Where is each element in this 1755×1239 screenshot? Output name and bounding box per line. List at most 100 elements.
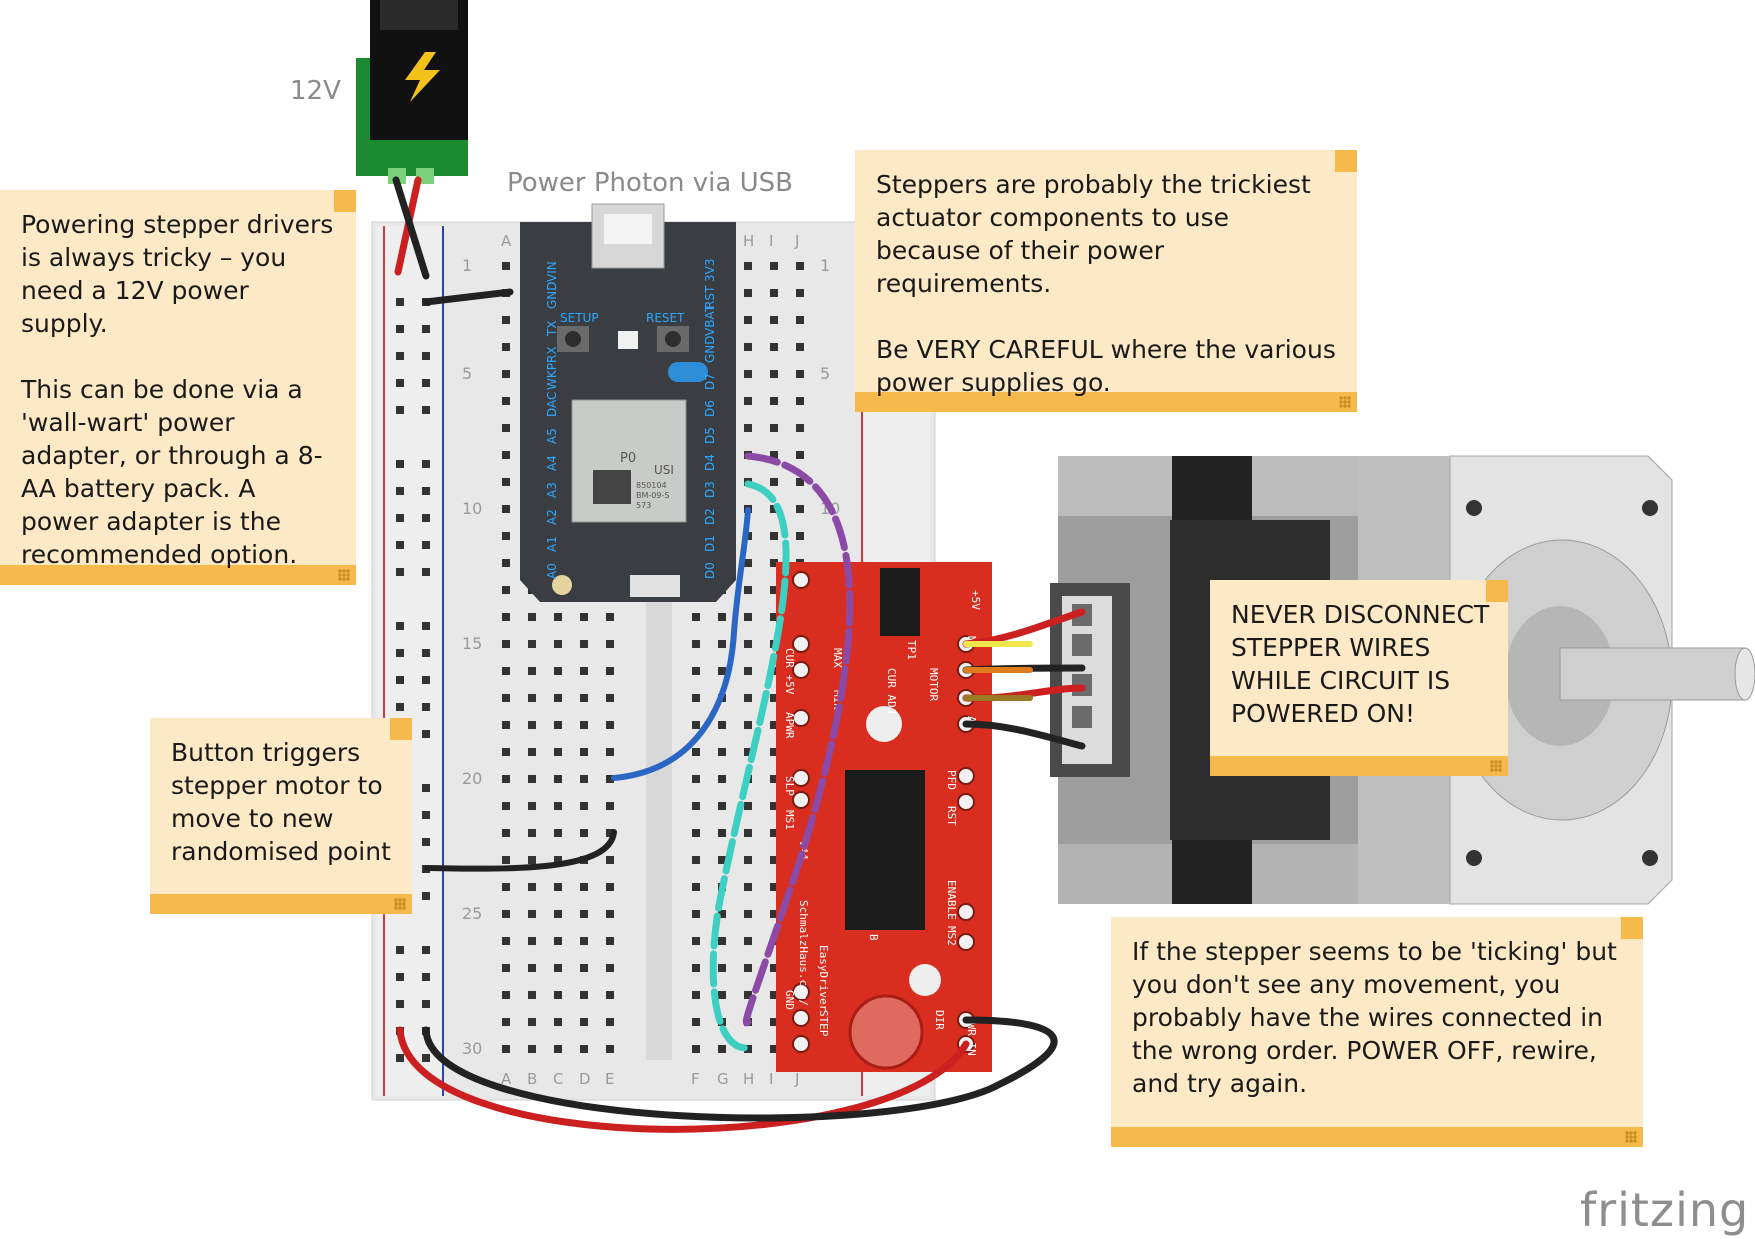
photon-pin-right-label: D1	[703, 535, 717, 552]
bb-col-letter-bottom: I	[769, 1070, 773, 1088]
bb-col-letter-bottom: B	[527, 1070, 537, 1088]
driver-silk-label: A	[965, 716, 978, 723]
driver-silk-label: STEP	[817, 1010, 830, 1037]
driver-pin	[957, 767, 975, 785]
bb-row-number: 10	[462, 499, 482, 518]
photon-pin-left-label: A2	[545, 509, 559, 525]
bb-col-letter-top: I	[769, 232, 773, 250]
bb-row-number: 15	[462, 634, 482, 653]
driver-silk-label: CUR +5V	[783, 648, 796, 695]
photon-pin-right-label: D2	[703, 508, 717, 525]
driver-silk-label: APWR	[783, 712, 796, 739]
photon-pin-left-label: DAC	[545, 392, 559, 417]
photon-pin-left-label: A0	[545, 563, 559, 579]
driver-pin	[957, 793, 975, 811]
driver-silk-label: SLP	[783, 776, 796, 796]
bb-col-letter-bottom: G	[717, 1070, 729, 1088]
driver-pin	[792, 1009, 810, 1027]
bb-col-letter-bottom: F	[691, 1070, 700, 1088]
photon-usb-label: Power Photon via USB	[507, 168, 793, 198]
bb-row-number: 25	[462, 904, 482, 923]
photon-pin-right-label: D7	[703, 373, 717, 390]
photon-pin-left-label: TX	[545, 320, 559, 337]
photon-pin-left-label: A1	[545, 536, 559, 552]
bb-col-letter-top: J	[794, 232, 799, 250]
photon-pin-right-label: GND	[703, 335, 717, 363]
photon-pin-right-label: D4	[703, 454, 717, 471]
photon-pin-left-label: A3	[545, 482, 559, 498]
bb-col-letter-bottom: D	[579, 1070, 591, 1088]
driver-silk-label: MOTOR	[927, 668, 940, 701]
driver-pin	[792, 1035, 810, 1053]
driver-silk-label: ENABLE	[945, 880, 958, 920]
photon-module-code: 573	[636, 501, 651, 510]
note-power-supply: Powering stepper drivers is always trick…	[0, 190, 356, 585]
note-never-disconnect: NEVER DISCONNECT STEPPER WIRES WHILE CIR…	[1210, 580, 1508, 776]
driver-pin	[792, 661, 810, 679]
driver-silk-label: +5V	[969, 590, 982, 610]
driver-silk-label: B	[867, 934, 880, 941]
power-jack-label: 12V	[290, 76, 341, 106]
note-steppers-power: Steppers are probably the trickiest actu…	[855, 150, 1357, 412]
photon-module-brand: USI	[654, 463, 674, 477]
driver-pin	[957, 933, 975, 951]
bb-col-letter-bottom: A	[501, 1070, 512, 1088]
photon-pin-right-label: RST	[703, 285, 717, 309]
lightning-icon	[405, 52, 440, 102]
note-button-trigger: Button triggers stepper motor to move to…	[150, 718, 412, 914]
bb-row-number: 5	[820, 364, 830, 383]
driver-silk-label: SchmalzHaus.com/	[797, 900, 810, 1006]
driver-silk-label: MS1	[783, 810, 796, 830]
photon-module-name: P0	[620, 451, 636, 466]
driver-pin	[792, 769, 810, 787]
driver-silk-label: MS2	[945, 926, 958, 946]
bb-row-number: 30	[462, 1039, 482, 1058]
driver-silk-label: TP1	[905, 640, 918, 660]
driver-silk-label: DIR	[933, 1010, 946, 1030]
photon-pin-left-label: A5	[545, 428, 559, 444]
driver-pin	[792, 571, 810, 589]
bb-row-number: 5	[462, 364, 472, 383]
bb-col-letter-bottom: C	[553, 1070, 563, 1088]
photon-pin-left-label: A4	[545, 455, 559, 471]
photon-pin-left-label: VIN	[545, 261, 559, 282]
bb-col-letter-bottom: J	[794, 1070, 799, 1088]
photon-module-code: 850104	[636, 481, 667, 490]
driver-pin	[792, 709, 810, 727]
bb-col-letter-bottom: E	[605, 1070, 614, 1088]
driver-silk-label: GND	[783, 990, 796, 1010]
photon-pin-right-label: D0	[703, 562, 717, 579]
bb-col-letter-top: H	[743, 232, 754, 250]
driver-silk-label: MAX	[831, 648, 844, 668]
photon-pin-left-label: GND	[545, 281, 559, 309]
power-jack	[356, 0, 468, 184]
bb-row-number: 20	[462, 769, 482, 788]
particle-photon: VINGNDTXRXWKPDACA5A4A3A2A1A03V3RSTVBATGN…	[520, 203, 736, 602]
note-ticking: If the stepper seems to be 'ticking' but…	[1111, 917, 1643, 1147]
driver-silk-label: PFD	[945, 770, 958, 790]
photon-setup-label: SETUP	[560, 311, 599, 325]
driver-pin	[792, 791, 810, 809]
bb-row-number: 1	[820, 256, 830, 275]
driver-pin	[792, 635, 810, 653]
bb-row-number: 1	[462, 256, 472, 275]
photon-module-code: BM-09-S	[636, 491, 669, 500]
driver-pin	[792, 983, 810, 1001]
bb-col-letter-bottom: H	[743, 1070, 754, 1088]
photon-pin-right-label: D3	[703, 481, 717, 498]
wires	[392, 176, 1086, 1133]
fritzing-logo: fritzing	[1580, 1183, 1750, 1237]
photon-pin-left-label: RX	[545, 346, 559, 363]
driver-pin	[957, 903, 975, 921]
photon-pin-right-label: D5	[703, 427, 717, 444]
bb-col-letter-top: A	[501, 232, 512, 250]
photon-pin-right-label: 3V3	[703, 259, 717, 282]
photon-pin-left-label: WKP	[545, 363, 559, 390]
photon-pin-right-label: VBAT	[703, 304, 717, 336]
driver-silk-label: CUR ADJ	[885, 668, 898, 714]
photon-reset-label: RESET	[646, 311, 685, 325]
photon-pin-right-label: D6	[703, 400, 717, 417]
driver-silk-label: RST	[945, 806, 958, 826]
driver-silk-label: EasyDriver	[817, 945, 830, 1012]
